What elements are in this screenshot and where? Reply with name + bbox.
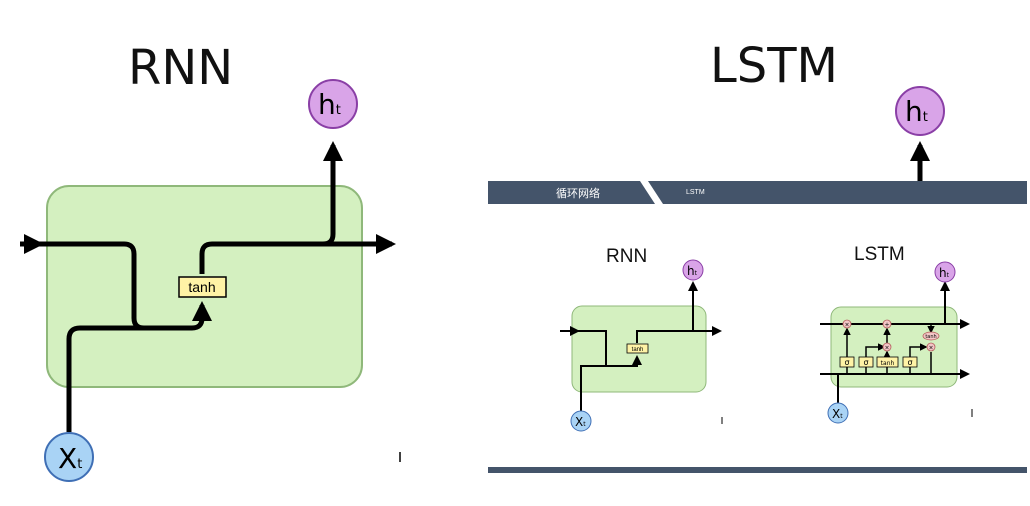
slide-bottom-bar	[488, 467, 1027, 473]
slide-rnn-input-path	[580, 365, 610, 412]
slide-lstm-output-node	[934, 261, 956, 283]
slide-lstm-input-label: Xt	[832, 407, 843, 421]
rnn-title: RNN	[128, 40, 234, 96]
svg-text:×: ×	[884, 345, 889, 352]
slide-lstm-gate-forget	[839, 356, 855, 368]
slide-rnn-tanh-label: tanh	[632, 347, 644, 353]
slide-lstm-output-label: ht	[939, 266, 950, 280]
svg-text:tanh: tanh	[925, 334, 936, 340]
slide-rnn-output-path	[636, 281, 698, 343]
slide-lstm-op-forget	[842, 319, 852, 329]
slide-lstm-tanh-op	[922, 331, 940, 341]
svg-text:σ: σ	[844, 358, 849, 367]
slide-rnn-output-node	[682, 259, 704, 281]
lstm-output-top: ht	[895, 86, 945, 181]
slide-rnn-title: RNN	[606, 246, 648, 267]
lstm-title: LSTM	[710, 38, 838, 94]
slide-lstm-diagram: σ σ tanh σ × + × × tanh Xt ht	[820, 261, 973, 424]
lstm-output-label: ht	[905, 95, 928, 128]
svg-text:σ: σ	[863, 358, 868, 367]
slide-rnn-output-label: ht	[687, 264, 698, 278]
slide-rnn-tanh-box	[626, 343, 649, 354]
svg-text:×: ×	[928, 345, 933, 352]
slide-lstm-gate-output	[902, 356, 918, 368]
svg-text:σ: σ	[907, 358, 912, 367]
rnn-input-path	[66, 325, 144, 432]
rnn-input-node	[44, 432, 94, 482]
slide-lstm-input-node	[827, 402, 849, 424]
rnn-diagram: tanh Xt ht	[20, 79, 401, 482]
slide-rnn-input-node	[570, 410, 592, 432]
slide-rnn-input-label: Xt	[575, 415, 586, 429]
rnn-tanh-box	[178, 276, 227, 298]
slide-header-tab-label: 循环网络	[556, 188, 600, 200]
rnn-output-path	[199, 141, 343, 274]
slide-lstm-gate-tanh	[876, 356, 899, 368]
svg-text:×: ×	[844, 322, 849, 329]
slide-header-sub-label: LSTM	[686, 189, 705, 196]
slide-lstm-op-input	[882, 342, 892, 352]
slide-lstm-title: LSTM	[854, 244, 905, 265]
rnn-input-label: Xt	[58, 442, 82, 475]
slide-lstm-gate-input	[858, 356, 874, 368]
svg-text:+: +	[884, 322, 889, 329]
rnn-output-node	[308, 79, 358, 129]
slide-rnn-diagram: tanh Xt ht	[560, 259, 723, 432]
svg-text:tanh: tanh	[881, 360, 895, 367]
slide-lstm-op-add	[882, 319, 892, 329]
lstm-output-node	[895, 86, 945, 136]
slide-lstm-op-output	[926, 342, 936, 352]
rnn-output-label: ht	[318, 88, 341, 121]
rnn-tanh-label: tanh	[188, 279, 215, 295]
